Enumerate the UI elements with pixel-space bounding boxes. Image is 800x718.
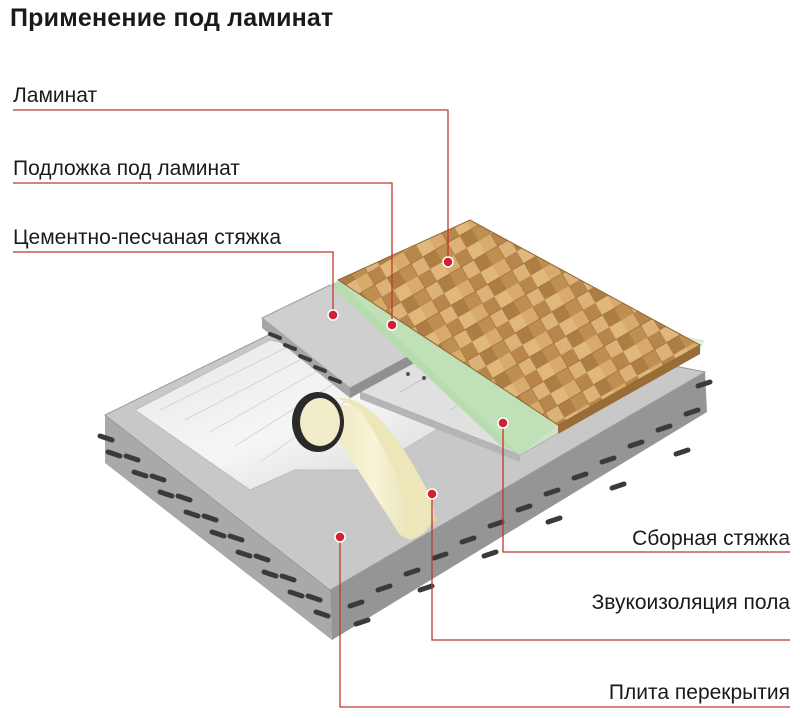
leader-cement-screed <box>13 251 334 315</box>
marker-floor-slab <box>334 531 346 543</box>
label-underlay: Подложка под ламинат <box>13 157 240 180</box>
leader-underlay <box>13 182 393 325</box>
page-title: Применение под ламинат <box>10 4 334 32</box>
markers <box>327 256 509 543</box>
rebar-left <box>97 433 331 619</box>
label-floor-slab: Плита перекрытия <box>608 681 790 704</box>
rebar-right <box>347 379 713 627</box>
leader-floor-slab <box>339 537 790 708</box>
marker-cement-screed <box>327 309 339 321</box>
cement-sand-screed <box>261 284 421 398</box>
marker-prefab-screed <box>497 417 509 429</box>
label-sound-insulation: Звукоизоляция пола <box>591 591 790 614</box>
label-prefab-screed: Сборная стяжка <box>632 527 790 550</box>
leader-laminate <box>13 109 449 262</box>
insulation-roll <box>292 392 438 540</box>
leader-prefab-screed <box>502 423 790 553</box>
leader-lines <box>13 109 790 708</box>
label-cement-screed: Цементно-песчаная стяжка <box>13 226 282 249</box>
marker-laminate <box>442 256 454 268</box>
laminate <box>336 219 702 434</box>
marker-underlay <box>386 319 398 331</box>
leader-sound-insulation <box>431 494 790 641</box>
marker-sound-insulation <box>426 488 438 500</box>
label-laminate: Ламинат <box>13 84 98 107</box>
